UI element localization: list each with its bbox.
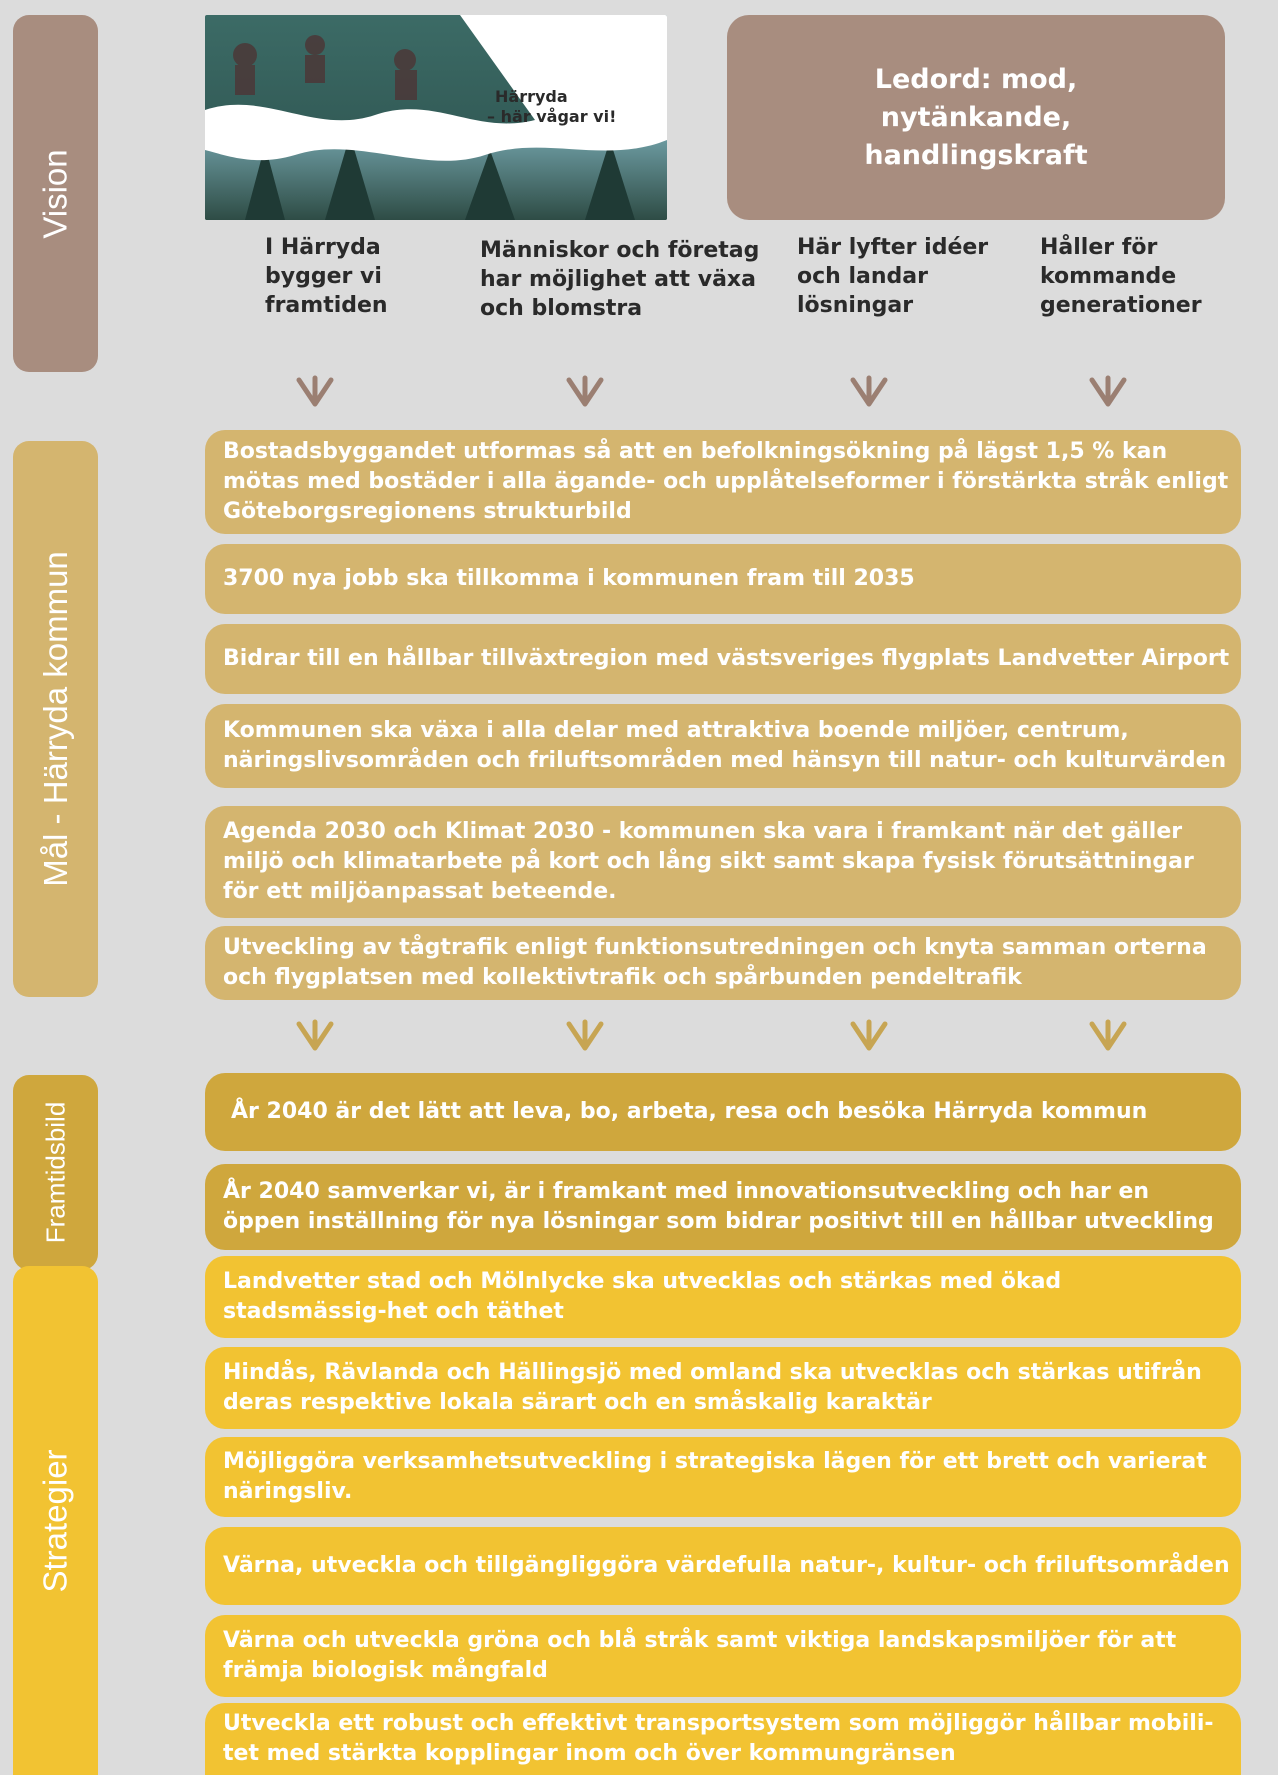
framtidsbild-side-label: Framtidsbild	[13, 1075, 98, 1270]
mal-side-label: Mål - Härryda kommun	[13, 441, 98, 997]
strategier-label-text: Strategier	[36, 1448, 74, 1593]
down-arrow-icon	[1089, 1019, 1127, 1051]
vision-label-text: Vision	[36, 148, 74, 239]
framtidsbild-item-2: År 2040 samverkar vi, är i framkant med …	[205, 1164, 1241, 1250]
mal-goal-1: Bostadsbyggandet utformas så att en befo…	[205, 430, 1241, 534]
hero-line1: Härryda	[495, 87, 568, 106]
vision-side-label: Vision	[13, 15, 98, 372]
mal-goal-2: 3700 nya jobb ska tillkomma i kommunen f…	[205, 544, 1241, 614]
mal-label-text: Mål - Härryda kommun	[36, 551, 74, 887]
down-arrow-icon	[850, 375, 888, 407]
down-arrow-icon	[566, 375, 604, 407]
framtidsbild-label-text: Framtidsbild	[40, 1101, 70, 1244]
strategi-item-2: Hindås, Rävlanda och Hällingsjö med omla…	[205, 1347, 1241, 1429]
strategi-item-1: Landvetter stad och Mölnlycke ska utveck…	[205, 1256, 1241, 1338]
hero-image: Härryda – här vågar vi!	[205, 15, 667, 220]
mal-goal-3: Bidrar till en hållbar tillväxtregion me…	[205, 624, 1241, 694]
vision-item-4: Håller för kommande generationer	[1040, 235, 1202, 318]
mal-goal-4: Kommunen ska växa i alla delar med attra…	[205, 704, 1241, 788]
down-arrow-icon	[566, 1019, 604, 1051]
vision-item-1: I Härryda bygger vi framtiden	[265, 235, 388, 318]
strategier-side-label: Strategier	[13, 1266, 98, 1775]
down-arrow-icon	[1089, 375, 1127, 407]
strategi-item-5: Värna och utveckla gröna och blå stråk s…	[205, 1615, 1241, 1697]
hero-line2: – här vågar vi!	[487, 107, 616, 126]
ledord-text: Ledord: mod, nytänkande, handlingskraft	[864, 63, 1088, 171]
down-arrow-icon	[296, 375, 334, 407]
ledord-box: Ledord: mod, nytänkande, handlingskraft	[727, 15, 1225, 220]
framtidsbild-item-1: År 2040 är det lätt att leva, bo, arbeta…	[205, 1073, 1241, 1151]
down-arrow-icon	[850, 1019, 888, 1051]
down-arrow-icon	[296, 1019, 334, 1051]
strategi-item-4: Värna, utveckla och tillgängliggöra värd…	[205, 1527, 1241, 1605]
strategi-item-3: Möjliggöra verksamhetsutveckling i strat…	[205, 1437, 1241, 1517]
strategi-item-6: Utveckla ett robust och effektivt transp…	[205, 1703, 1241, 1775]
vision-item-3: Här lyfter idéer och landar lösningar	[797, 235, 989, 318]
mal-goal-5: Agenda 2030 och Klimat 2030 - kommunen s…	[205, 806, 1241, 918]
mal-goal-6: Utveckling av tågtrafik enligt funktions…	[205, 926, 1241, 1000]
vision-item-2: Människor och företag har möjlighet att …	[480, 238, 760, 321]
